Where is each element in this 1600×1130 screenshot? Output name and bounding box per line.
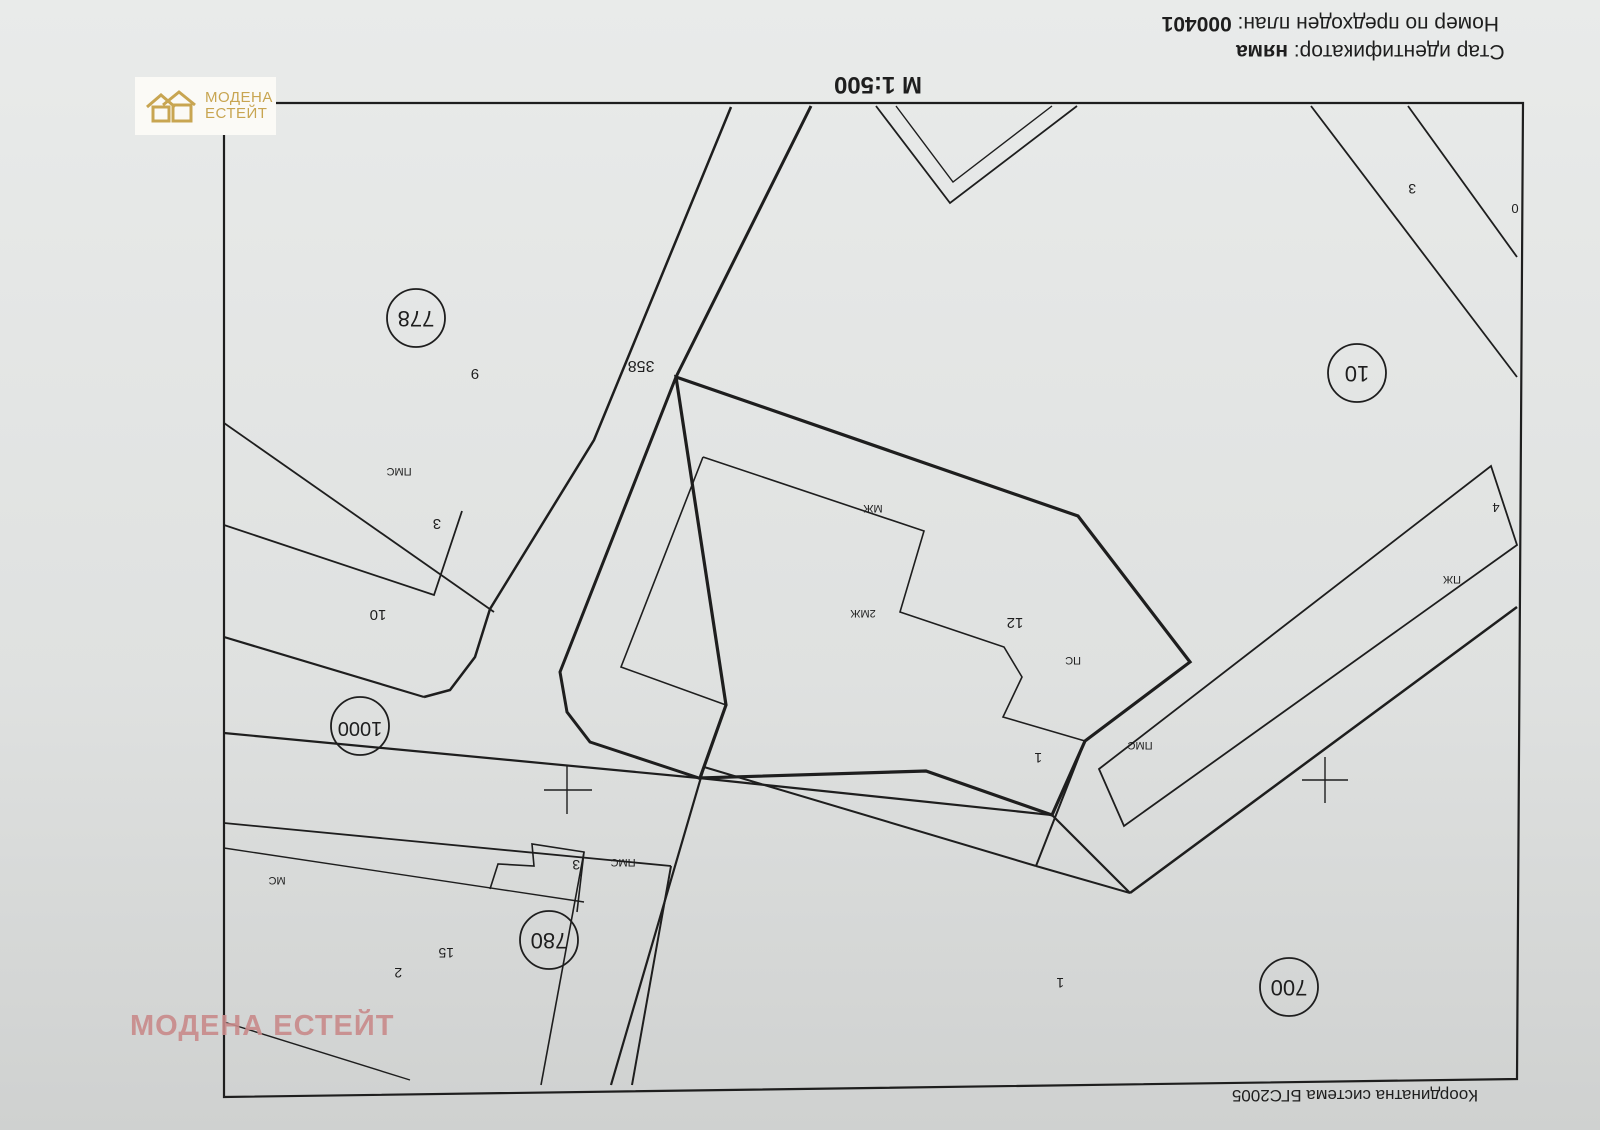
- bottom-road-right: [609, 766, 706, 1086]
- parcel-bottom-left-line: [223, 1021, 411, 1081]
- logo-line-1: МОДЕНА: [205, 89, 273, 106]
- parcel-number: 10: [370, 606, 387, 623]
- parcel-number: 2: [394, 965, 402, 981]
- building-code: 2МЖ: [850, 607, 875, 619]
- logo-line-2: ЕСТЕЙТ: [205, 105, 268, 122]
- parcel-number: 1: [1056, 975, 1064, 991]
- road-right-edge: [558, 105, 813, 780]
- zone-10: 10: [1327, 343, 1387, 403]
- scale-label: М 1:500: [834, 71, 922, 98]
- previous-plan-number: Номер по предходен план: 000401: [1161, 12, 1499, 35]
- parcel-number: 1: [1034, 750, 1042, 766]
- building-code: ПМС: [610, 856, 635, 868]
- watermark-text: МОДЕНА ЕСТЕЙТ: [130, 1010, 395, 1042]
- top-v-outer: [875, 105, 1078, 205]
- zone-778: 778: [386, 288, 446, 348]
- parcel-left-top-line: [223, 422, 495, 613]
- parcel-780-divider-2: [223, 847, 585, 903]
- road-700-top: [703, 766, 1037, 867]
- road-700-base: [1035, 865, 1131, 894]
- zone-label: 1000: [338, 717, 383, 739]
- parcel-number: 4: [1492, 500, 1499, 515]
- top-right-line-2: [1407, 105, 1518, 258]
- zone-780: 780: [519, 910, 579, 970]
- logo: МОДЕНА ЕСТЕЙТ: [135, 77, 276, 135]
- zone-label: 778: [398, 306, 435, 331]
- road-1000-lower: [223, 822, 672, 867]
- building-2mzh: [702, 456, 1086, 742]
- zone-label: 10: [1345, 361, 1369, 386]
- lot-1-divider: [1035, 740, 1086, 867]
- building-code: МС: [268, 874, 285, 886]
- parcel-12: [674, 374, 1193, 817]
- top-right-line-1: [1310, 105, 1518, 378]
- house-logo-icon: [146, 90, 196, 123]
- road-left-edge: [423, 106, 733, 699]
- parcel-number: 358: [628, 357, 655, 374]
- top-v-inner: [895, 105, 1053, 183]
- zone-label: 780: [531, 928, 568, 953]
- coordinate-system-label: Координатна система БГС2005: [1232, 1086, 1478, 1105]
- zone-label: 700: [1271, 975, 1308, 1000]
- parcel-number: 15: [438, 945, 454, 961]
- road-1000-upper: [223, 731, 1131, 894]
- zone-700: 700: [1259, 957, 1319, 1017]
- building-code: ПЖ: [1443, 573, 1461, 585]
- parcel-number: 9: [471, 365, 479, 382]
- parcel-number: 3: [1408, 181, 1416, 197]
- survey-cross-right: [1302, 757, 1348, 803]
- building-code: МЖ: [863, 502, 882, 514]
- building-code: ПМС: [386, 465, 411, 477]
- parcel-number: 12: [1007, 614, 1024, 631]
- parcel-number: 0: [1511, 201, 1518, 216]
- zone-1000: 1000: [330, 696, 390, 756]
- building-code: ПС: [1065, 654, 1081, 666]
- parcel-number: 3: [433, 515, 441, 532]
- old-identifier: Стар идентификатор: няма: [1236, 40, 1505, 63]
- parcel-number: 3: [572, 857, 580, 873]
- survey-cross-left: [544, 766, 592, 814]
- parcel-left-10-line: [223, 635, 425, 699]
- parcel-780-divider: [540, 851, 585, 1086]
- building-pms-right: [1097, 464, 1519, 828]
- strip-right-outer: [1129, 605, 1518, 895]
- map-frame: [222, 101, 1525, 1099]
- parcel-left-3: [223, 510, 463, 597]
- building-2mzh-left: [619, 456, 727, 706]
- parcel-780-building: [489, 843, 585, 913]
- building-code: ПМС: [1127, 739, 1152, 751]
